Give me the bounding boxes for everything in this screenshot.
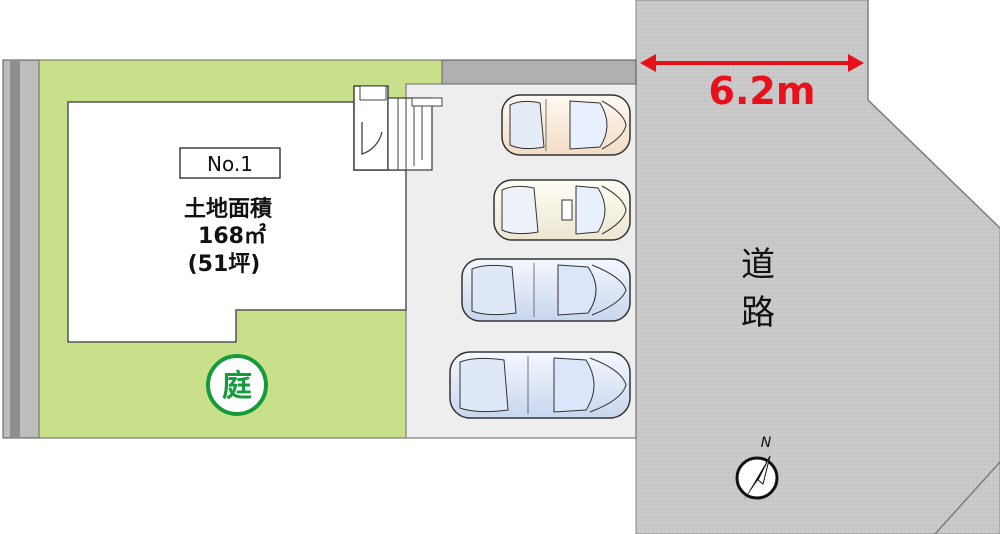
road-bottom-edge	[934, 461, 1000, 534]
lot-number: No.1	[207, 152, 253, 176]
lot-area-tsubo: (51坪)	[188, 252, 261, 277]
garden-label: 庭	[222, 369, 252, 404]
north-compass-icon	[735, 455, 779, 500]
parked-car-3	[461, 258, 631, 322]
road-area	[635, 0, 1000, 534]
entrance-stairs	[353, 85, 443, 171]
parked-car-2	[493, 179, 631, 241]
boundary-wall-left-inner	[10, 60, 20, 438]
garden-badge	[206, 354, 268, 416]
parked-car-4	[449, 351, 631, 419]
road-corner-edge	[867, 0, 1000, 229]
boundary-wall-left	[2, 59, 40, 439]
road-label-top: 道	[741, 245, 775, 285]
road-label-bottom: 路	[741, 293, 775, 333]
lot-number-box	[179, 147, 281, 179]
road-width-dimension	[640, 54, 864, 72]
compass-north-label: N	[761, 435, 772, 451]
road-width-label: 6.2m	[709, 69, 816, 113]
parked-car-1	[501, 94, 631, 156]
boundary-wall-top	[441, 59, 637, 85]
lot-area-sqm: 168㎡	[198, 223, 266, 249]
lot-area-title: 土地面積	[184, 197, 273, 222]
